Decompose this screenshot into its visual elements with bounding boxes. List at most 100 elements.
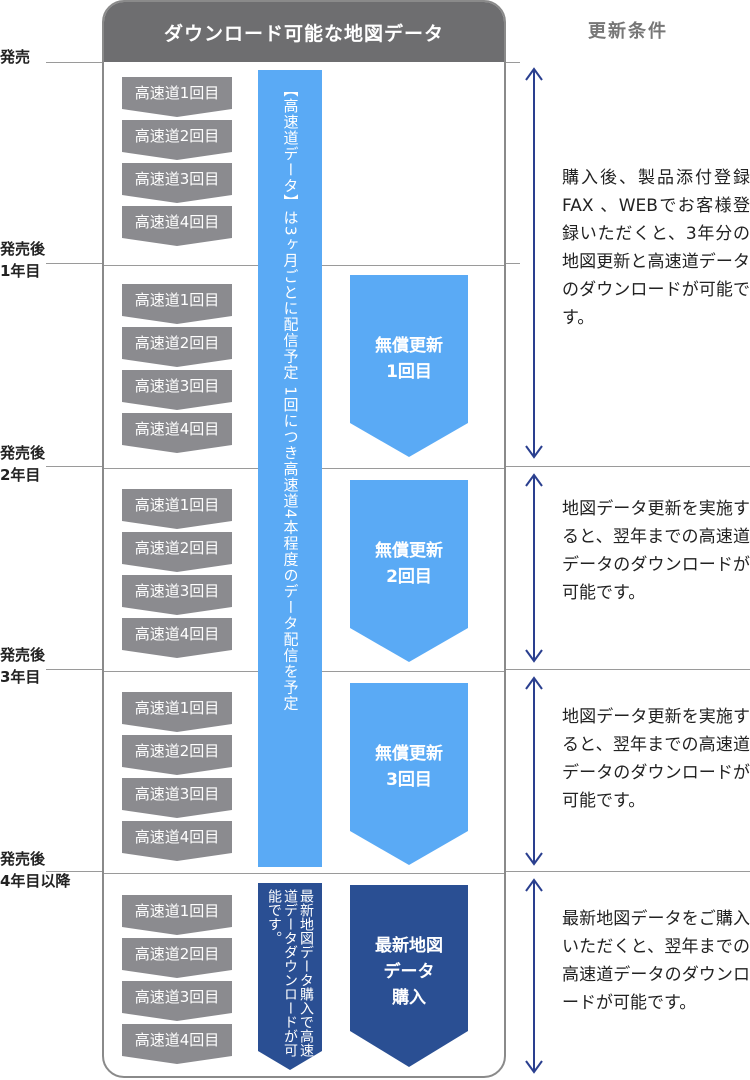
highway-data-schedule-note: 【高速道データ】は3ヶ月ごとに配信予定 1回につき高速道4本程度のデータ配信を予… — [281, 82, 300, 712]
highway-chip: 高速道2回目 — [122, 938, 232, 978]
highway-chip-shape — [122, 1024, 232, 1064]
highway-chip: 高速道4回目 — [122, 1024, 232, 1064]
free-update-label: 無償更新 3回目 — [350, 741, 468, 793]
highway-chip-label: 高速道3回目 — [134, 582, 220, 600]
highway-chip: 高速道1回目 — [122, 77, 232, 117]
separator-line — [46, 669, 102, 670]
highway-chip-label: 高速道3回目 — [134, 377, 220, 395]
update-condition-2: 地図データ更新を実施すると、翌年までの高速道データのダウンロードが可能です。 — [562, 499, 750, 603]
highway-chip-shape — [122, 735, 232, 775]
double-arrow-icon — [525, 676, 543, 866]
highway-chip-label: 高速道4回目 — [134, 828, 220, 846]
highway-chip-label: 高速道3回目 — [134, 785, 220, 803]
latest-map-purchase-label: 最新地図 データ 購入 — [350, 933, 468, 1011]
separator-line — [506, 263, 520, 264]
highway-chip-shape — [122, 327, 232, 367]
highway-chip-label: 高速道4回目 — [134, 420, 220, 438]
highway-chip-shape — [122, 77, 232, 117]
free-update-shape — [350, 683, 468, 865]
separator-line — [506, 871, 750, 872]
latest-highway-note-box: 最新地図データ購入で高速道データダウンロードが可能です。 — [258, 883, 322, 1070]
highway-chip-label: 高速道1回目 — [134, 699, 220, 717]
timeline-label-launch: 発売 — [0, 46, 30, 68]
highway-chip-shape — [122, 284, 232, 324]
latest-highway-note-shape — [258, 883, 322, 1070]
timeline-label-line2: 3年目 — [0, 668, 41, 686]
highway-chip-shape — [122, 120, 232, 160]
free-update-label-line1: 無償更新 — [375, 336, 443, 356]
highway-chip-shape — [122, 489, 232, 529]
double-arrow-icon — [525, 473, 543, 663]
timeline-label-line1: 発売 — [0, 48, 31, 66]
highway-chip: 高速道4回目 — [122, 413, 232, 453]
update-condition-1: 購入後、製品添付登録FAX 、WEBでお客様登録いただくと、3年分の地図更新と高… — [562, 168, 750, 328]
highway-chip: 高速道2回目 — [122, 120, 232, 160]
highway-chip-label: 高速道4回目 — [134, 213, 220, 231]
highway-chip-shape — [122, 575, 232, 615]
latest-map-purchase-shape — [350, 885, 468, 1067]
highway-chip-shape — [122, 618, 232, 658]
free-update-shape — [350, 480, 468, 662]
latest-highway-note: 最新地図データ購入で高速道データダウンロードが可能です。 — [266, 889, 314, 1057]
free-update-label: 無償更新 1回目 — [350, 333, 468, 385]
timeline-label-line1: 発売後 — [0, 444, 46, 462]
latest-map-purchase-line1: 最新地図 — [375, 936, 443, 956]
free-update-label-line2: 2回目 — [386, 567, 432, 587]
highway-chip-shape — [122, 981, 232, 1021]
highway-chip-shape — [122, 821, 232, 861]
highway-chip: 高速道1回目 — [122, 895, 232, 935]
panel-separator — [104, 873, 504, 874]
highway-chip: 高速道4回目 — [122, 821, 232, 861]
highway-chip-label: 高速道2回目 — [134, 945, 220, 963]
panel-header: ダウンロード可能な地図データ — [104, 2, 504, 62]
highway-chip-shape — [122, 532, 232, 572]
highway-chip: 高速道3回目 — [122, 163, 232, 203]
highway-chip-label: 高速道2回目 — [134, 539, 220, 557]
highway-chip-label: 高速道3回目 — [134, 988, 220, 1006]
double-arrow-icon — [525, 878, 543, 1074]
highway-chip: 高速道3回目 — [122, 981, 232, 1021]
timeline-label-line1: 発売後 — [0, 850, 46, 868]
highway-chip-label: 高速道2回目 — [134, 742, 220, 760]
highway-chip: 高速道1回目 — [122, 489, 232, 529]
highway-chip: 高速道4回目 — [122, 206, 232, 246]
highway-chip: 高速道3回目 — [122, 575, 232, 615]
latest-map-purchase-line3: 購入 — [392, 988, 426, 1008]
separator-line — [506, 62, 520, 63]
highway-chip-shape — [122, 370, 232, 410]
timeline-label-year1: 発売後 1年目 — [0, 238, 45, 282]
highway-chip-label: 高速道2回目 — [134, 334, 220, 352]
highway-chip-shape — [122, 413, 232, 453]
highway-data-schedule-bar: 【高速道データ】は3ヶ月ごとに配信予定 1回につき高速道4本程度のデータ配信を予… — [258, 70, 322, 867]
highway-chip-label: 高速道4回目 — [134, 1031, 220, 1049]
latest-map-purchase: 最新地図 データ 購入 — [350, 885, 468, 1075]
free-update-label-line1: 無償更新 — [375, 541, 443, 561]
timeline-label-year2: 発売後 2年目 — [0, 442, 45, 486]
separator-line — [46, 62, 102, 63]
highway-chip-shape — [122, 938, 232, 978]
conditions-header: 更新条件 — [588, 21, 668, 42]
highway-chip: 高速道2回目 — [122, 735, 232, 775]
timeline-label-line1: 発売後 — [0, 240, 46, 258]
free-update-label-line1: 無償更新 — [375, 744, 443, 764]
highway-chip: 高速道3回目 — [122, 370, 232, 410]
highway-chip-label: 高速道2回目 — [134, 127, 220, 145]
free-update-1: 無償更新 1回目 — [350, 275, 468, 465]
separator-line — [46, 466, 102, 467]
latest-map-purchase-line2: データ — [383, 962, 435, 982]
separator-line — [46, 263, 102, 264]
double-arrow-icon — [525, 67, 543, 459]
timeline-label-line2: 1年目 — [0, 262, 41, 280]
highway-chip-shape — [122, 163, 232, 203]
timeline-label-year4-plus: 発売後 4年目以降 — [0, 848, 70, 892]
timeline-label-line2: 2年目 — [0, 466, 41, 484]
highway-chip-label: 高速道4回目 — [134, 625, 220, 643]
highway-chip-label: 高速道3回目 — [134, 170, 220, 188]
highway-chip-shape — [122, 206, 232, 246]
update-condition-4: 最新地図データをご購入いただくと、翌年までの高速道データのダウンロードが可能です… — [562, 909, 750, 1013]
free-update-2: 無償更新 2回目 — [350, 480, 468, 670]
timeline-label-year3: 発売後 3年目 — [0, 644, 45, 688]
highway-chip: 高速道2回目 — [122, 327, 232, 367]
highway-chip: 高速道4回目 — [122, 618, 232, 658]
highway-chip: 高速道1回目 — [122, 284, 232, 324]
